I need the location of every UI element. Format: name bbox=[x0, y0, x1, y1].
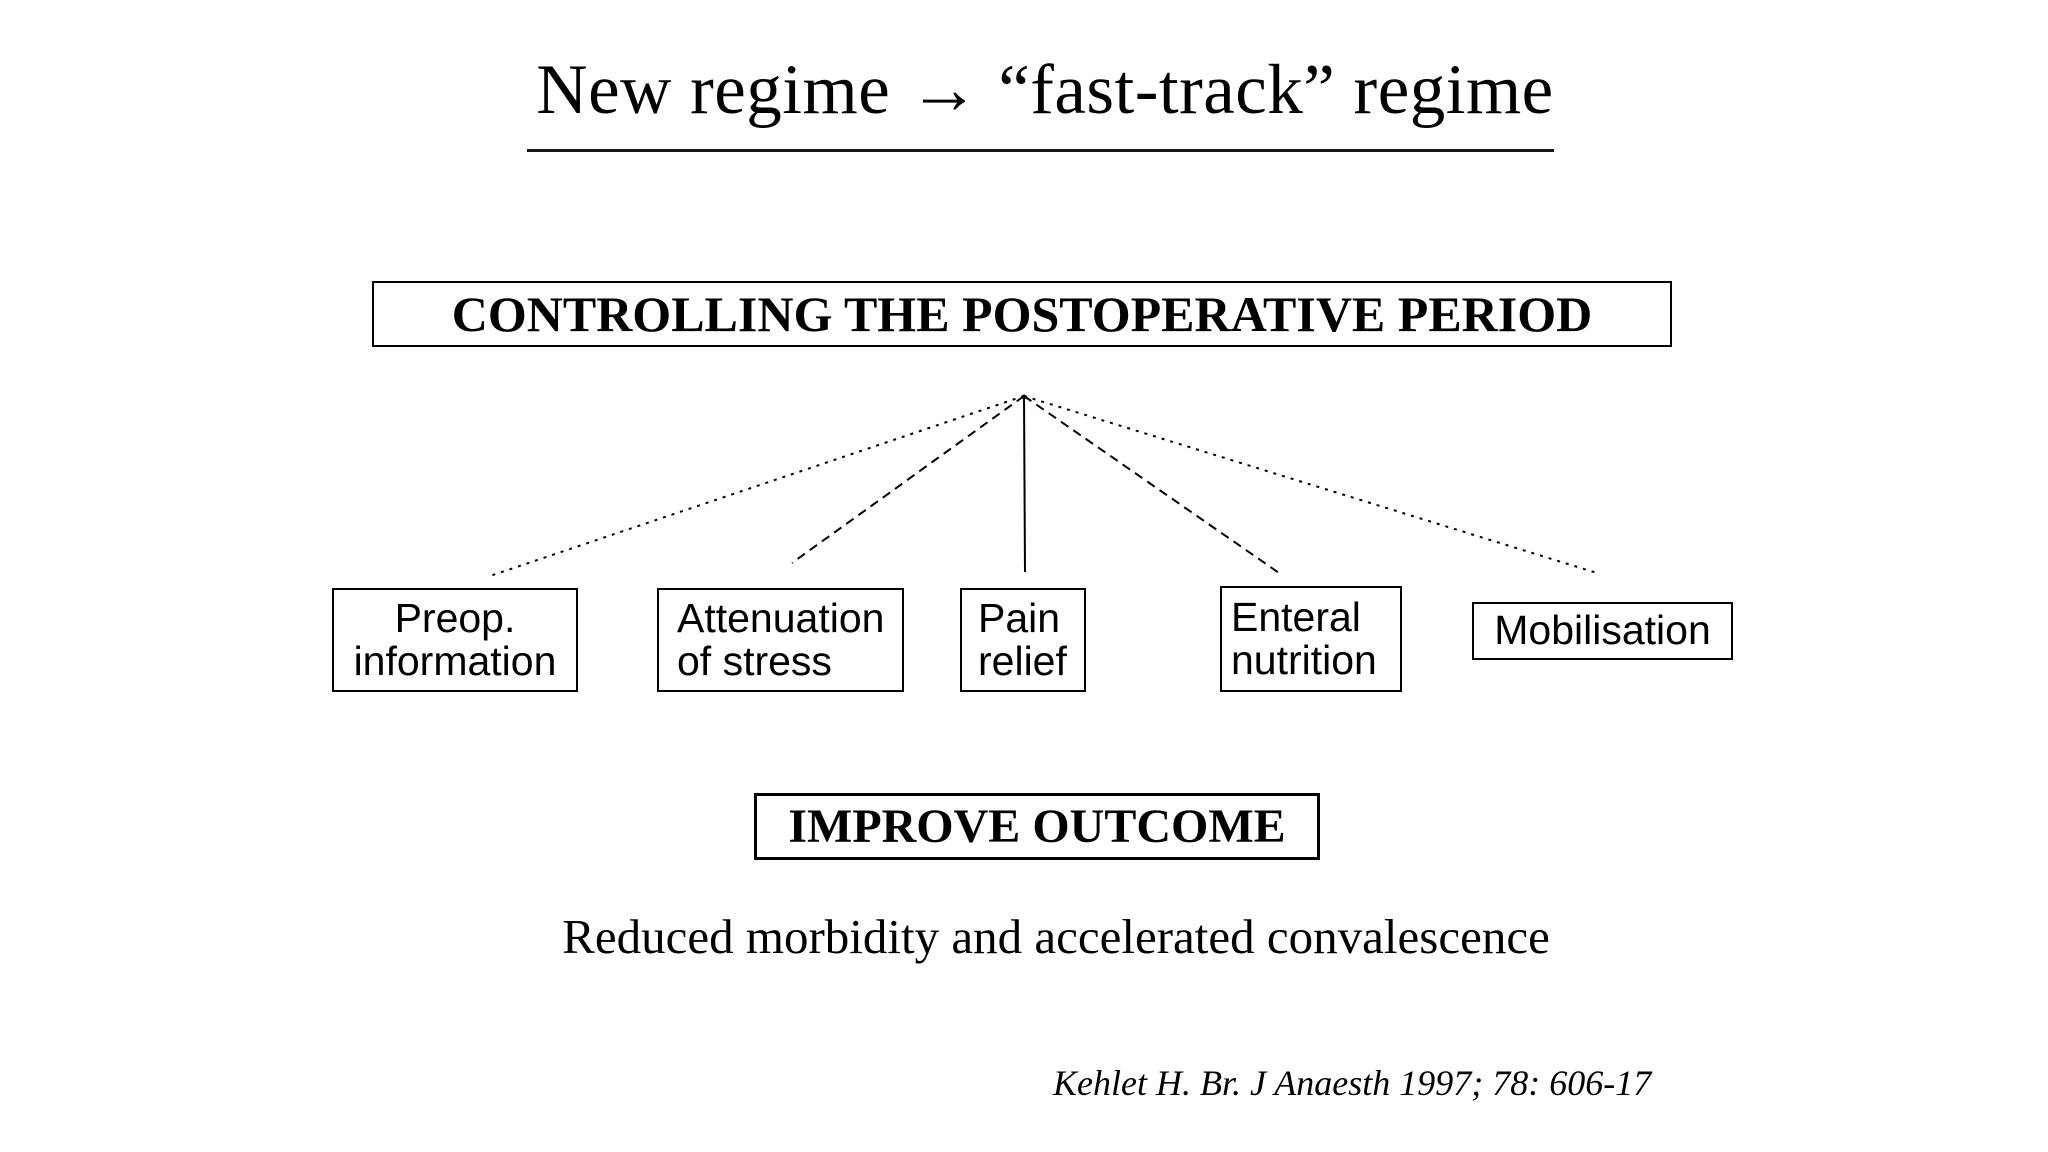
connector-line-mobilisation bbox=[1023, 395, 1598, 574]
factor-box-pain-relief: Pain relief bbox=[960, 588, 1086, 692]
factor-box-attenuation-of-stress: Attenuation of stress bbox=[657, 588, 904, 692]
factor-box-preop-information: Preop. information bbox=[332, 588, 578, 692]
citation-text: Kehlet H. Br. J Anaesth 1997; 78: 606-17 bbox=[1053, 1063, 1652, 1103]
improve-outcome-box: IMPROVE OUTCOME bbox=[754, 793, 1320, 860]
connector-line-pain bbox=[1023, 395, 1026, 573]
title-underline bbox=[527, 149, 1554, 152]
controlling-postoperative-period-box: CONTROLLING THE POSTOPERATIVE PERIOD bbox=[372, 281, 1672, 347]
fan-apex bbox=[1021, 394, 1027, 400]
factor-box-mobilisation: Mobilisation bbox=[1472, 602, 1733, 660]
connector-line-enteral bbox=[1023, 395, 1283, 576]
subtitle-text: Reduced morbidity and accelerated conval… bbox=[562, 909, 1550, 964]
connector-line-preop bbox=[486, 395, 1025, 578]
factor-box-enteral-nutrition: Enteral nutrition bbox=[1220, 586, 1402, 692]
page-title: New regime → “fast-track” regime bbox=[536, 50, 1554, 129]
connector-line-attenuation bbox=[791, 395, 1025, 564]
